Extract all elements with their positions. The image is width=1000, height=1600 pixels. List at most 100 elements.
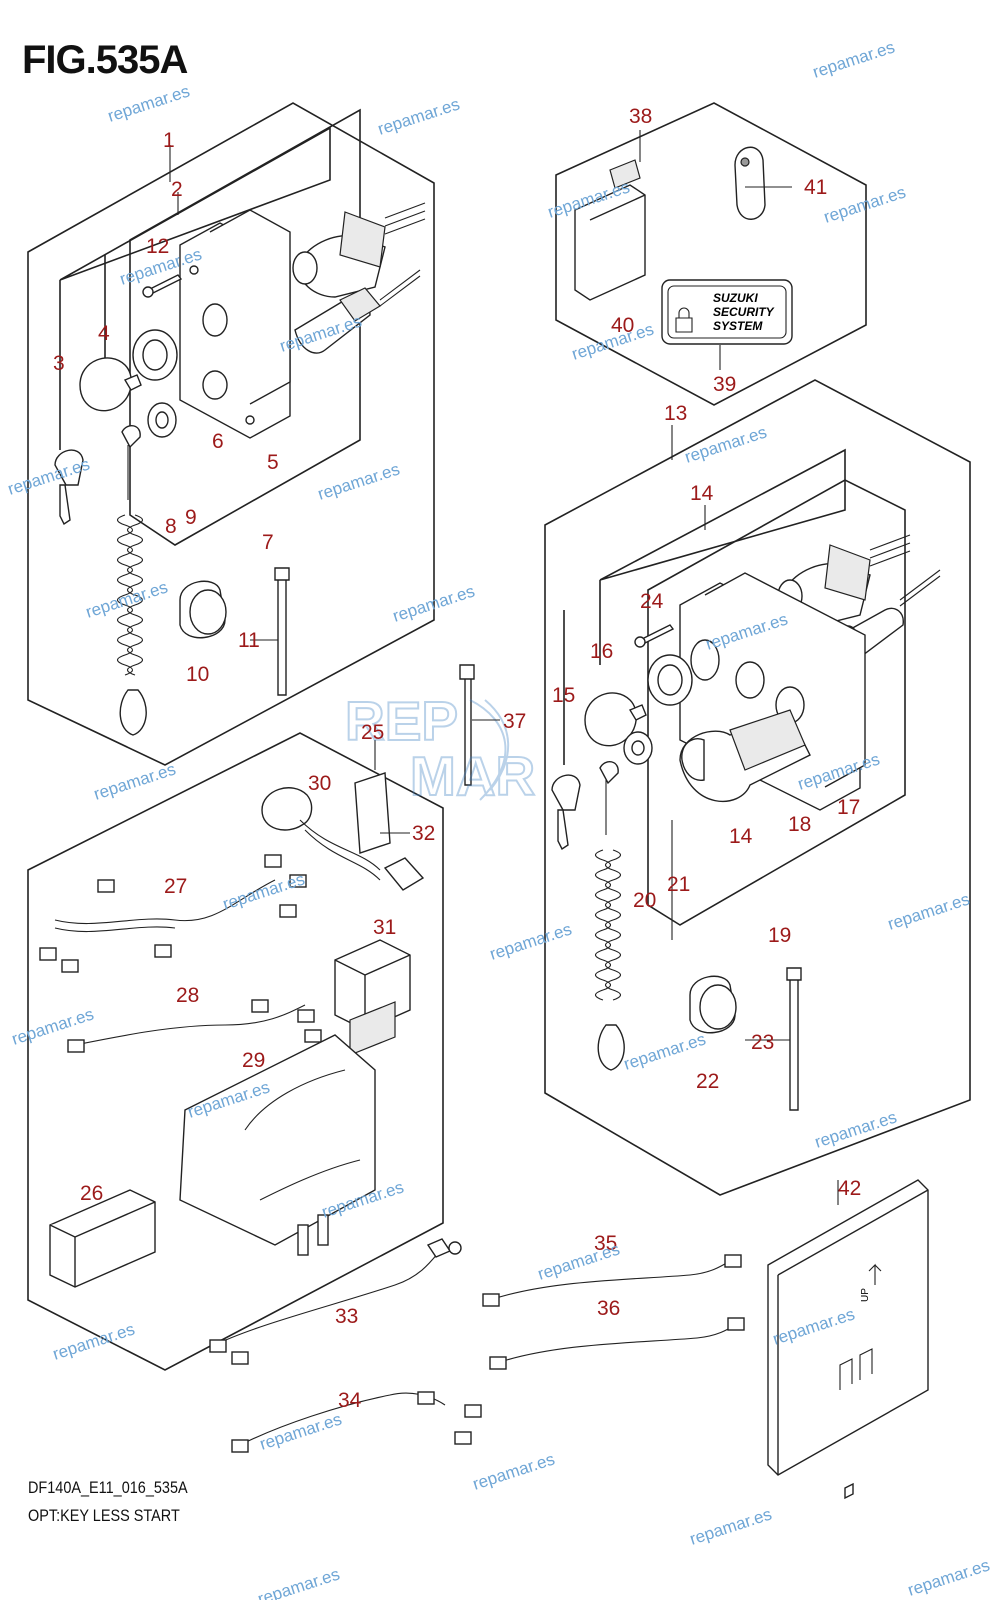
callout-2: 2: [171, 178, 183, 201]
clip-22: [689, 975, 737, 1034]
callout-3: 3: [53, 352, 65, 375]
leader-lines: [250, 186, 839, 1205]
ecu-up-label: UP: [860, 1288, 871, 1302]
watermark-12: repamar.es: [83, 577, 170, 621]
figure-code: DF140A_E11_016_535A: [28, 1478, 188, 1497]
callout-7: 7: [262, 531, 274, 554]
watermark-29: repamar.es: [470, 1449, 557, 1493]
watermark-3: repamar.es: [810, 37, 897, 81]
module-40: [574, 159, 646, 301]
bracket-29: [179, 1034, 376, 1256]
callout-13: 13: [664, 402, 687, 425]
cover-26: [49, 1189, 156, 1288]
callout-11: 11: [238, 629, 260, 652]
callout-23: 23: [751, 1031, 774, 1054]
fob-41: [734, 146, 766, 220]
callout-37: 37: [503, 710, 526, 733]
callout-38: 38: [629, 105, 652, 128]
watermark-25: repamar.es: [535, 1239, 622, 1283]
watermark-9: repamar.es: [682, 422, 769, 466]
panel-plate-5: [179, 209, 291, 439]
tie-37: [459, 664, 475, 786]
callout-24: 24: [640, 590, 664, 613]
callout-19: 19: [768, 924, 791, 947]
callout-41: 41: [804, 176, 827, 199]
washer-9: [147, 402, 177, 438]
watermark-26: repamar.es: [50, 1319, 137, 1363]
badge-line-2: SECURITY: [713, 305, 775, 319]
watermark-2: repamar.es: [375, 94, 462, 138]
watermark-32: repamar.es: [255, 1564, 342, 1600]
group-25-box: [27, 732, 444, 1371]
key-15: [551, 774, 581, 851]
screw-12: [142, 274, 183, 298]
logo-watermark: REP MAR: [344, 689, 536, 808]
callout-29: 29: [242, 1049, 265, 1072]
harness-36: [489, 1317, 745, 1370]
nut-4: [132, 329, 178, 381]
washer-21: [623, 731, 653, 765]
callout-40: 40: [611, 314, 634, 337]
badge-line-1: SUZUKI: [713, 291, 758, 305]
callout-22: 22: [696, 1070, 719, 1093]
callout-14-top: 14: [690, 482, 714, 505]
start-switch-1: [294, 269, 421, 354]
watermark-5: repamar.es: [821, 182, 908, 226]
relay-31: [334, 939, 411, 1056]
cap-15: [584, 692, 647, 747]
callout-5: 5: [267, 451, 279, 474]
key-3: [54, 449, 84, 526]
ecu-42: UP: [767, 1179, 929, 1500]
callout-9: 9: [185, 506, 197, 529]
clip-10: [179, 580, 227, 639]
harness-30: [261, 787, 425, 891]
callout-28: 28: [176, 984, 199, 1007]
badge-line-3: SYSTEM: [713, 319, 763, 333]
callout-42: 42: [838, 1177, 861, 1200]
logo-text-top: REP: [345, 690, 458, 752]
watermark-23: repamar.es: [812, 1107, 899, 1151]
callout-36: 36: [597, 1297, 620, 1320]
callout-35: 35: [594, 1232, 617, 1255]
watermark-31: repamar.es: [905, 1555, 992, 1599]
callout-14-bottom: 14: [729, 825, 753, 848]
group-13-box: [544, 379, 971, 1196]
watermark-1: repamar.es: [105, 81, 192, 125]
cap-3: [79, 357, 142, 412]
callout-27: 27: [164, 875, 187, 898]
callout-25: 25: [361, 721, 384, 744]
group-1-box: [27, 102, 435, 766]
security-badge-39: SUZUKI SECURITY SYSTEM: [661, 279, 793, 345]
harness-28: [67, 999, 322, 1053]
callout-30: 30: [308, 772, 331, 795]
figure-subtitle: OPT:KEY LESS START: [28, 1506, 180, 1525]
callout-33: 33: [335, 1305, 358, 1328]
harness-34: [231, 1391, 482, 1453]
logo-text-bottom: MAR: [410, 745, 535, 807]
watermark-18: repamar.es: [487, 919, 574, 963]
lanyard-8: [116, 425, 147, 736]
callout-labels: 1 2 3 4 5 6 7 8 9 10 11 12 13 14 14 15 1…: [53, 105, 861, 1412]
callout-17: 17: [837, 796, 860, 819]
callout-1: 1: [163, 129, 175, 152]
callout-32: 32: [412, 822, 435, 845]
callout-18: 18: [788, 813, 811, 836]
screw-24: [634, 624, 675, 648]
callout-8: 8: [165, 515, 177, 538]
watermark-21: repamar.es: [621, 1029, 708, 1073]
tie-23: [786, 967, 802, 1111]
watermark-11: repamar.es: [315, 459, 402, 503]
tie-11: [274, 567, 290, 696]
callout-12: 12: [146, 235, 169, 258]
callout-4: 4: [98, 322, 110, 345]
harness-33: [209, 1238, 462, 1365]
callout-6: 6: [212, 430, 224, 453]
callout-20: 20: [633, 889, 656, 912]
callout-21: 21: [667, 873, 690, 896]
watermark-19: repamar.es: [885, 889, 972, 933]
callout-10: 10: [186, 663, 209, 686]
switch-body-14: [679, 709, 811, 803]
watermark-28: repamar.es: [257, 1409, 344, 1453]
callout-39: 39: [713, 373, 736, 396]
callout-31: 31: [373, 916, 396, 939]
